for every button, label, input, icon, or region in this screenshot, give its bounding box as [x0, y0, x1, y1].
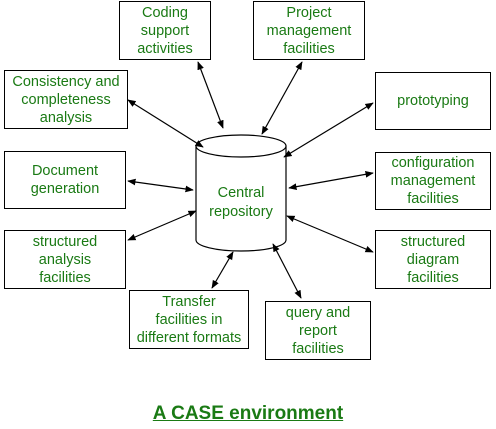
arrow-prototyping	[283, 102, 374, 158]
arrow-document	[127, 178, 194, 193]
arrow-structured-analysis	[127, 210, 197, 241]
node-consistency-analysis: Consistency and completeness analysis	[4, 70, 128, 129]
node-document-generation: Document generation	[4, 151, 126, 209]
arrow-consistency	[127, 99, 204, 148]
node-project-management: Project management facilities	[253, 1, 365, 60]
arrow-configuration	[288, 171, 374, 190]
node-structured-diagram: structured diagram facilities	[375, 230, 491, 289]
node-query-report: query and report facilities	[265, 301, 371, 360]
diagram-caption: A CASE environment	[152, 403, 344, 424]
arrow-structured-diagram	[286, 215, 374, 253]
node-configuration-management: configuration management facilities	[375, 152, 491, 210]
node-structured-analysis: structured analysis facilities	[4, 230, 126, 289]
central-repository-cylinder	[195, 134, 287, 252]
arrow-query	[272, 243, 302, 299]
arrow-transfer	[211, 251, 234, 289]
arrow-project	[261, 61, 303, 135]
arrow-coding	[197, 61, 224, 129]
node-transfer-facilities: Transfer facilities in different formats	[129, 290, 249, 349]
node-prototyping: prototyping	[375, 72, 491, 130]
node-coding-support: Coding support activities	[119, 1, 211, 60]
central-repository-label: Central repository	[209, 185, 273, 220]
